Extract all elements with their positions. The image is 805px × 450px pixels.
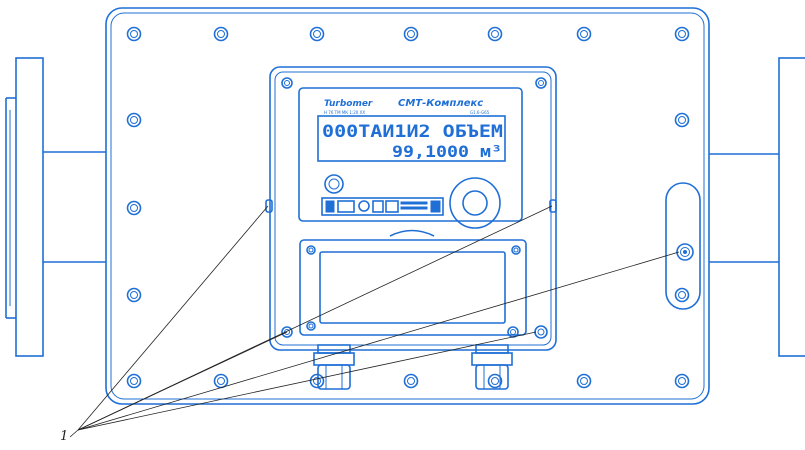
bolt — [403, 373, 419, 389]
bolt — [126, 200, 142, 216]
callout-leaders — [69, 205, 680, 438]
bolt — [674, 112, 690, 128]
lcd-window — [317, 115, 506, 162]
right-flange — [778, 57, 805, 357]
bolt — [126, 26, 142, 42]
left-flange — [5, 57, 44, 357]
svg-text:Н 76 ТМ МК 1:20 ХХ: Н 76 ТМ МК 1:20 ХХ — [324, 110, 365, 115]
bolt — [487, 26, 503, 42]
right-pipe — [709, 153, 779, 263]
model-label: СМТ-Комплекс — [398, 98, 483, 109]
display-arc — [389, 229, 435, 237]
bolt — [674, 287, 690, 303]
unit-side-notches — [265, 199, 557, 213]
display-panel: Turbomer СМТ-Комплекс Н 76 ТМ МК 1:20 ХХ… — [298, 87, 523, 229]
bolt — [403, 26, 419, 42]
bolt — [126, 287, 142, 303]
bolt — [126, 112, 142, 128]
control-button[interactable] — [324, 174, 344, 194]
lcd-line-1: 000ТАИ1И2 ОБЪЕМ — [322, 122, 503, 142]
bolt — [213, 26, 229, 42]
perimeter-bolts — [126, 26, 690, 389]
bolt — [126, 373, 142, 389]
cable-gland-left — [313, 344, 355, 390]
svg-text:G1.6-G65: G1.6-G65 — [470, 110, 490, 115]
callout-number: 1 — [60, 429, 68, 444]
bolt — [576, 26, 592, 42]
meter-body — [105, 7, 710, 405]
bolt — [674, 26, 690, 42]
bolt — [213, 373, 229, 389]
cable-gland-right — [471, 344, 513, 390]
brand-label: Turbomer — [324, 99, 373, 109]
side-window — [665, 182, 701, 310]
bolt — [674, 373, 690, 389]
bolt — [487, 373, 503, 389]
left-pipe — [43, 151, 106, 263]
terminal-box — [299, 239, 527, 336]
bolt — [309, 373, 325, 389]
lcd-line-2: 99,1000 м³ — [392, 142, 502, 161]
bolt — [576, 373, 592, 389]
optical-port — [449, 177, 501, 229]
bolt — [309, 26, 325, 42]
certification-strip — [321, 197, 444, 216]
unit-corner-screws — [281, 77, 548, 339]
